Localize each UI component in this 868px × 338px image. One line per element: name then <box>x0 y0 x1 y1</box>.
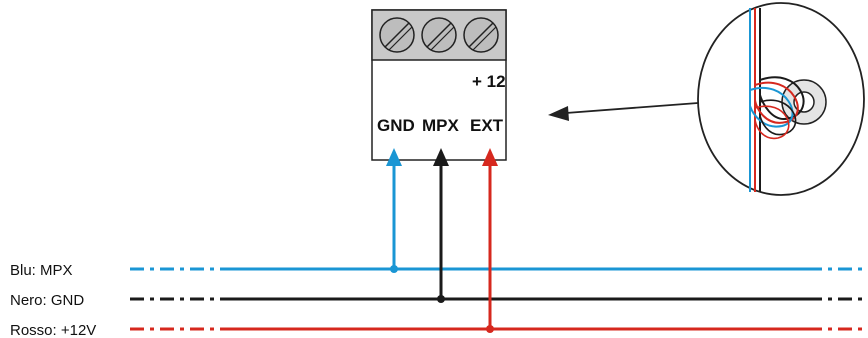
terminal-block: + 12 GND MPX EXT <box>371 9 507 161</box>
terminal-screw-ext <box>463 17 499 53</box>
conductor-label-red: Rosso: +12V <box>10 322 96 338</box>
terminal-label-mpx: MPX <box>422 116 460 135</box>
terminal-screw-mpx <box>421 17 457 53</box>
supply-label: + 12 <box>472 72 506 91</box>
conductor-label-black: Nero: GND <box>10 292 84 309</box>
terminal-screw-gnd <box>379 17 415 53</box>
terminal-label-gnd: GND <box>377 116 415 135</box>
twisted-wire-ferrite-ring-icon <box>697 2 865 196</box>
connection-red-to-ext <box>482 148 498 333</box>
connection-black-to-mpx <box>433 148 449 303</box>
connection-blue-to-gnd <box>386 148 402 273</box>
detail-pointer-arrow <box>548 102 699 121</box>
conductor-label-blue: Blu: MPX <box>10 262 73 279</box>
terminal-label-ext: EXT <box>470 116 504 135</box>
